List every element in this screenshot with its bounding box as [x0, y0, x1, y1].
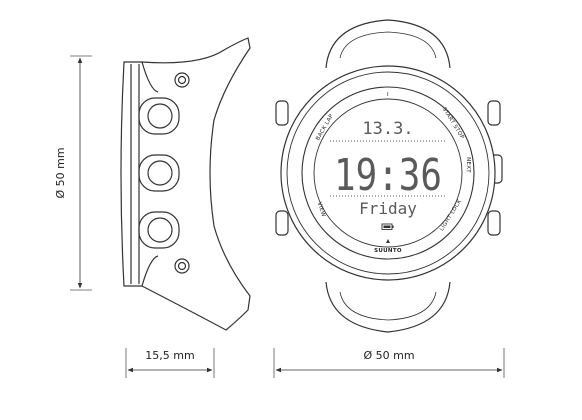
front-button-view	[275, 210, 289, 236]
front-strap-top-inner	[339, 31, 437, 59]
height-label: Ø 50 mm	[54, 147, 67, 198]
watch-front-view	[275, 19, 503, 333]
side-upper-lug-line	[141, 61, 159, 93]
side-screw-bottom	[174, 258, 190, 274]
front-strap-top	[325, 19, 451, 69]
height-dimension: Ø 50 mm	[54, 55, 92, 291]
bezel-brand: SUUNTO	[374, 248, 402, 254]
width-dimension: Ø 50 mm	[273, 348, 505, 378]
brand-triangle-icon	[386, 239, 390, 243]
front-strap-bottom	[325, 281, 451, 333]
side-body-outline	[120, 37, 251, 331]
thickness-dimension: 15,5 mm	[125, 348, 215, 378]
bezel-label-next: NEXT	[465, 157, 471, 173]
side-button-top	[138, 97, 180, 135]
front-strap-bottom-inner	[339, 291, 437, 321]
display-date: 13.3.	[362, 119, 413, 139]
bezel-label-view: VIEW	[316, 201, 327, 218]
side-button-bottom	[138, 211, 180, 249]
side-button-middle	[138, 154, 180, 192]
display-day: Friday	[359, 199, 417, 218]
front-case	[280, 65, 496, 281]
front-button-light-lock	[487, 210, 501, 236]
display: 13.3. 19:36 Friday	[334, 119, 442, 230]
watch-side-view	[120, 37, 251, 331]
front-case-inner	[286, 71, 490, 275]
side-lower-lug-line	[141, 255, 159, 287]
side-screw-top	[174, 72, 190, 88]
front-button-back-lap	[275, 100, 289, 126]
front-display-ring	[313, 98, 463, 248]
battery-icon	[381, 223, 394, 230]
width-label: Ø 50 mm	[363, 349, 414, 362]
bezel-top-marker: I	[387, 92, 389, 98]
front-bezel-ring	[301, 86, 475, 260]
thickness-label: 15,5 mm	[145, 349, 194, 362]
front-button-start-stop	[487, 100, 501, 126]
display-time: 19:36	[334, 150, 442, 201]
